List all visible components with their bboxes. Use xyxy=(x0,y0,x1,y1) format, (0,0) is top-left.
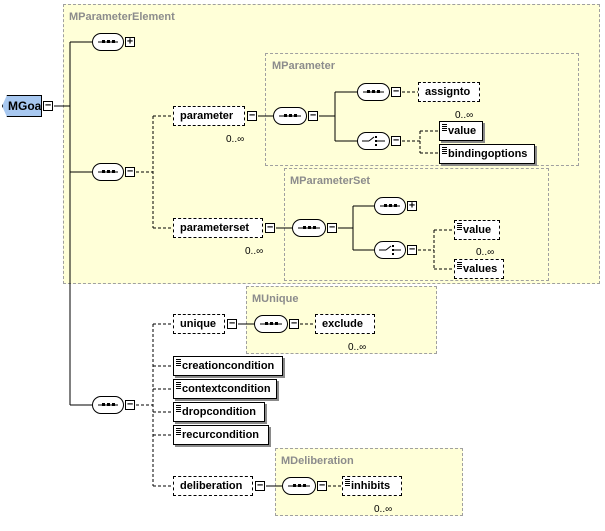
element-parameter[interactable]: parameter xyxy=(173,106,248,129)
sequence-compositor-icon[interactable] xyxy=(92,396,124,414)
text-content-icon xyxy=(176,359,181,366)
element-unique[interactable]: unique xyxy=(173,314,225,334)
element-contextcondition[interactable]: contextcondition xyxy=(173,379,277,399)
element-label: parameter xyxy=(180,110,234,122)
sequence-compositor-icon[interactable] xyxy=(273,107,307,125)
choice-compositor-icon[interactable] xyxy=(374,241,406,259)
sequence-dots-icon xyxy=(288,484,310,487)
text-content-icon xyxy=(176,405,181,412)
element-creationcondition[interactable]: creationcondition xyxy=(173,356,283,376)
text-content-icon xyxy=(442,147,447,154)
choice-compositor-icon[interactable] xyxy=(357,132,390,150)
sequence-dots-icon xyxy=(260,322,282,325)
text-content-icon xyxy=(457,262,462,269)
element-label: creationcondition xyxy=(182,360,275,372)
sequence-dots-icon xyxy=(98,403,118,406)
element-parameterset[interactable]: parameterset xyxy=(173,218,266,241)
collapse-icon[interactable]: − xyxy=(247,110,257,121)
element-label: dropcondition xyxy=(182,406,256,418)
text-content-icon xyxy=(345,479,350,486)
element-assignto[interactable]: assignto xyxy=(418,82,483,105)
element-value[interactable]: value xyxy=(439,121,483,141)
cardinality-label: 0..∞ xyxy=(245,246,264,257)
element-dropcondition[interactable]: dropcondition xyxy=(173,402,265,422)
cardinality-label: 0..∞ xyxy=(455,110,474,121)
cardinality-label: 0..∞ xyxy=(348,342,367,353)
group-label: MParameterSet xyxy=(290,175,371,187)
element-inhibits[interactable]: inhibits xyxy=(342,476,405,499)
cardinality-label: 0..∞ xyxy=(374,504,393,515)
sequence-compositor-icon[interactable] xyxy=(282,477,316,495)
sequence-compositor-icon[interactable] xyxy=(254,315,288,333)
sequence-dots-icon xyxy=(363,90,384,93)
sequence-compositor-icon[interactable] xyxy=(92,33,124,51)
collapse-icon[interactable]: − xyxy=(125,166,135,177)
element-bindingoptions[interactable]: bindingoptions xyxy=(439,144,535,164)
sequence-compositor-icon[interactable] xyxy=(357,83,390,101)
cardinality-label: 0..∞ xyxy=(226,134,245,145)
group-label: MParameterElement xyxy=(69,11,175,23)
collapse-icon[interactable]: − xyxy=(289,318,299,329)
element-deliberation[interactable]: deliberation xyxy=(173,476,253,496)
element-label: inhibits xyxy=(351,480,391,492)
collapse-icon[interactable]: − xyxy=(43,100,53,111)
collapse-icon[interactable]: − xyxy=(125,399,135,410)
element-exclude[interactable]: exclude xyxy=(315,314,378,337)
element-label: contextcondition xyxy=(182,383,271,395)
choice-switch-icon xyxy=(362,136,385,146)
element-label: values xyxy=(463,263,498,275)
cardinality-label: 0..∞ xyxy=(476,247,495,258)
group-label: MDeliberation xyxy=(281,455,354,467)
collapse-icon[interactable]: − xyxy=(391,135,401,146)
group-label: MParameter xyxy=(272,60,335,72)
element-label: recurcondition xyxy=(182,429,260,441)
collapse-icon[interactable]: − xyxy=(255,480,265,491)
sequence-compositor-icon[interactable] xyxy=(374,197,406,215)
element-label: unique xyxy=(180,318,217,330)
element-label: value xyxy=(448,125,477,137)
sequence-compositor-icon[interactable] xyxy=(92,163,124,181)
text-content-icon xyxy=(442,124,447,131)
collapse-icon[interactable]: − xyxy=(327,222,337,233)
sequence-dots-icon xyxy=(298,226,320,229)
sequence-dots-icon xyxy=(380,204,400,207)
expand-icon[interactable]: + xyxy=(407,200,417,211)
group-label: MUnique xyxy=(252,293,299,305)
collapse-icon[interactable]: − xyxy=(308,110,318,121)
text-content-icon xyxy=(176,382,181,389)
choice-switch-icon xyxy=(379,245,401,255)
sequence-dots-icon xyxy=(98,170,118,173)
expand-icon[interactable]: + xyxy=(125,36,135,47)
element-label: value xyxy=(463,224,492,236)
element-label: exclude xyxy=(322,318,363,330)
collapse-icon[interactable]: − xyxy=(391,86,401,97)
element-recurcondition[interactable]: recurcondition xyxy=(173,425,269,445)
element-label: bindingoptions xyxy=(448,148,528,160)
sequence-dots-icon xyxy=(98,40,118,43)
element-label: deliberation xyxy=(180,480,243,492)
sequence-compositor-icon[interactable] xyxy=(292,219,326,237)
collapse-icon[interactable]: − xyxy=(265,222,275,233)
collapse-icon[interactable]: − xyxy=(317,480,327,491)
collapse-icon[interactable]: − xyxy=(407,244,417,255)
element-values[interactable]: values xyxy=(454,259,507,282)
text-content-icon xyxy=(176,428,181,435)
element-label: parameterset xyxy=(180,222,250,234)
sequence-dots-icon xyxy=(279,114,301,117)
root-element-mgoal[interactable]: MGoal xyxy=(2,95,42,117)
root-label: MGoal xyxy=(8,99,45,113)
element-value[interactable]: value xyxy=(454,220,500,240)
collapse-icon[interactable]: − xyxy=(227,318,237,329)
element-label: assignto xyxy=(425,86,471,98)
text-content-icon xyxy=(457,223,462,230)
